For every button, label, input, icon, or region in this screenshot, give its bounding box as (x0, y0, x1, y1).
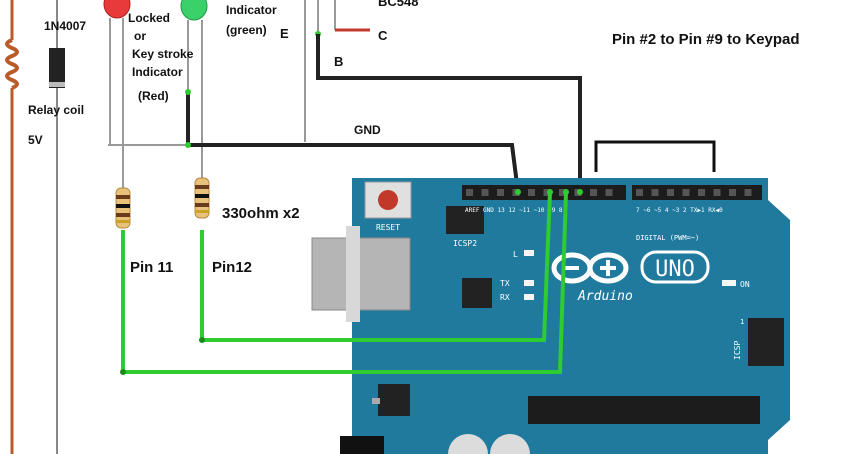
emitter-label: E (280, 26, 289, 41)
usb-connector (311, 237, 411, 311)
header-pin (682, 189, 690, 196)
transistor-label: BC548 (378, 0, 418, 9)
brand-label: Arduino (577, 289, 633, 304)
arduino-uno-board: RESET ICSP2 AREF GND 13 12 ~11 ~10 ~9 8 … (311, 178, 790, 454)
led-rx-label: RX (500, 293, 510, 302)
keypad-label: Pin #2 to Pin #9 to Keypad (612, 31, 800, 48)
arduino-logo (551, 252, 629, 284)
resistor-1 (115, 187, 131, 229)
header1-label: AREF GND 13 12 ~11 ~10 ~9 8 (465, 207, 563, 214)
red-led-label-4: Indicator (132, 65, 183, 79)
collector-label: C (378, 28, 388, 43)
header-pin (559, 189, 566, 196)
red-led-label-3: Key stroke (132, 47, 194, 61)
header-pin (667, 189, 674, 196)
keypad-bracket (594, 140, 716, 172)
bottom-header (528, 396, 760, 424)
header-pin (698, 189, 705, 196)
relay-coil-label: Relay coil (28, 103, 84, 117)
resistor-2 (194, 177, 210, 219)
relay-coil (5, 0, 19, 454)
header-pin (497, 189, 504, 196)
green-wires (120, 189, 583, 375)
icsp2-label: ICSP2 (453, 239, 477, 248)
green-led-label-2: (green) (226, 23, 267, 37)
reset-button (378, 190, 398, 210)
header2-label: 7 ~6 ~5 4 ~3 2 TX▶1 RX◀0 (636, 207, 723, 214)
red-led-label-1: Locked (128, 11, 170, 25)
diode-1n4007 (49, 0, 65, 454)
header-pin (528, 189, 535, 196)
header-right (632, 185, 762, 200)
header-pin (543, 189, 551, 196)
header-pin (605, 189, 613, 196)
red-led (103, 0, 131, 150)
red-led-label-5: (Red) (138, 89, 169, 103)
header-pin (636, 189, 643, 196)
base-wire (316, 34, 582, 192)
resistors-label: 330ohm x2 (222, 205, 300, 222)
header-pin (651, 189, 659, 196)
gnd-wire (186, 92, 520, 193)
header-pin (713, 189, 721, 196)
led-l-label: L (513, 250, 518, 259)
green-led (180, 0, 208, 150)
diode-label: 1N4007 (44, 19, 86, 33)
voltage-label: 5V (28, 133, 43, 147)
on-label: ON (740, 280, 750, 289)
reset-label: RESET (376, 223, 400, 232)
usb-chip (462, 278, 492, 308)
header-pin (481, 189, 489, 196)
base-label: B (334, 54, 343, 69)
header-pin (744, 189, 752, 196)
header-pin (590, 189, 597, 196)
led-tx-label: TX (500, 279, 510, 288)
transistor-bc548 (304, 0, 370, 142)
pin11-label: Pin 11 (130, 259, 173, 276)
icsp-pin1-label: 1 (740, 318, 744, 326)
digital-label: DIGITAL (PWM=~) (636, 234, 699, 242)
red-led-label-2: or (134, 29, 146, 43)
header-pin (466, 189, 473, 196)
pin12-label: Pin12 (212, 259, 252, 276)
icsp-label: ICSP (733, 341, 742, 360)
header-pin (729, 189, 736, 196)
green-led-label-1: Indicator (226, 3, 277, 17)
uno-label: UNO (655, 257, 695, 282)
gnd-label: GND (354, 123, 381, 137)
